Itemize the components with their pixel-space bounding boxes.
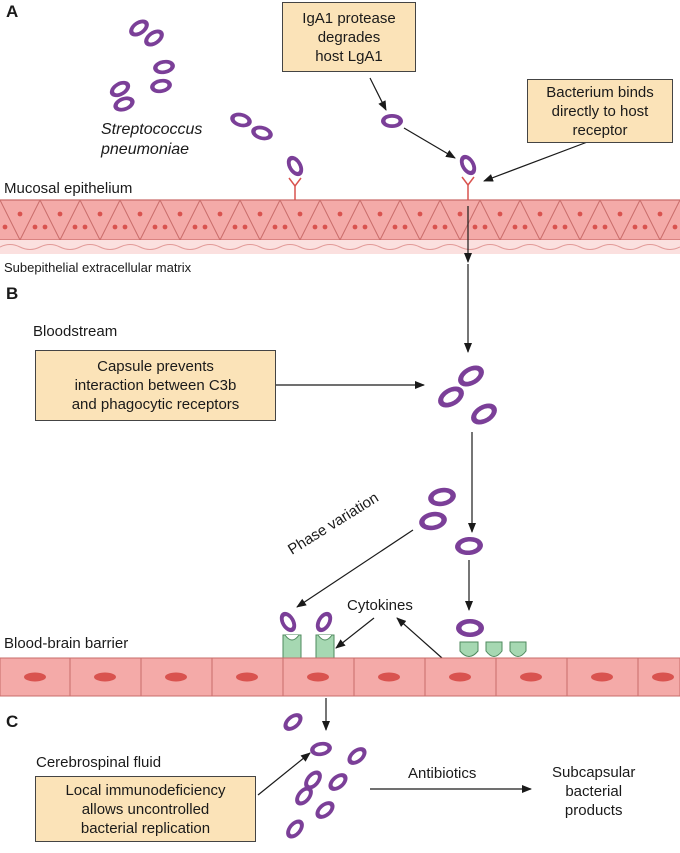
bacterium-cluster-bloodstream [434,361,501,429]
section-c-label: C [6,712,19,731]
bloodstream-label: Bloodstream [33,323,118,340]
section-a-label: A [6,2,19,21]
section-b-label: B [6,284,19,303]
bacterium-cluster-csf [280,709,370,842]
iga-protease-text: IgA1 protease degrades host LgA1 [302,9,396,65]
immunodeficiency-text: Local immunodeficiency allows uncontroll… [65,781,226,837]
arrow-protease [369,77,387,111]
arrow-cytokines-release [396,617,443,659]
arrow-phase-variation [296,529,414,608]
receptors-barrier-right [456,619,527,657]
cerebrospinal-fluid-label: Cerebrospinal fluid [36,754,162,771]
arrow-binds-receptor [483,140,591,182]
bacterium-iga-protease [381,114,403,128]
mucosal-epithelium-label: Mucosal epithelium [4,180,133,197]
blood-brain-barrier-label: Blood-brain barrier [4,635,129,652]
organism-label: Streptococcus pneumoniae [101,121,203,158]
blood-brain-barrier-band [0,657,680,697]
arrow-cytokines-effect [335,617,375,649]
bacterium-cluster-phase [417,485,484,557]
receptors-phase-variant [276,608,336,659]
subcapsular-products-label: Subcapsular bacterial products [552,764,636,819]
bacterium-on-receptor-left [283,152,307,200]
capsule-text: Capsule prevents interaction between C3b… [71,358,240,413]
bacterium-on-receptor-right [456,151,480,200]
binds-receptor-box: Bacterium binds directly to host recepto… [527,79,673,143]
subepithelial-matrix-label: Subepithelial extracellular matrix [4,260,192,275]
arrow-immunodeficiency [257,752,311,796]
antibiotics-label: Antibiotics [408,765,477,782]
arrow-to-receptor [403,127,456,159]
cytokines-label: Cytokines [347,597,413,614]
immunodeficiency-box: Local immunodeficiency allows uncontroll… [35,776,256,842]
binds-receptor-text: Bacterium binds directly to host recepto… [546,83,654,139]
capsule-box: Capsule prevents interaction between C3b… [35,350,276,421]
iga-protease-box: IgA1 protease degrades host LgA1 [282,2,416,72]
mucosal-epithelium-band [0,199,680,254]
